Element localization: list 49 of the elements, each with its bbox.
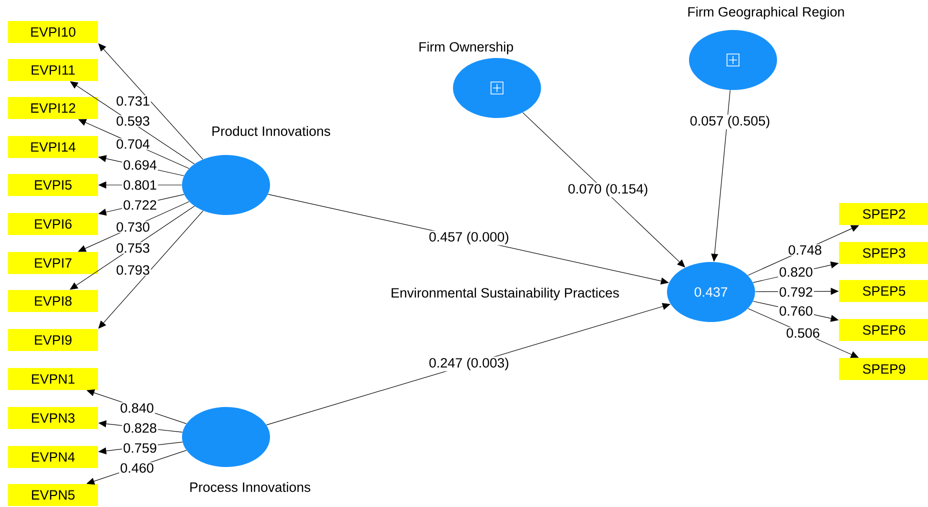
indicator-box: EVPN3 xyxy=(8,407,98,429)
indicator-box: EVPI5 xyxy=(8,174,98,196)
indicator-box: EVPI8 xyxy=(8,290,98,312)
variable-label: Firm Ownership xyxy=(420,42,514,54)
indicator-box: EVPI6 xyxy=(8,213,98,235)
edge-label: 0.457 (0.000) xyxy=(428,230,510,246)
indicator-box: SPEP6 xyxy=(839,319,928,341)
indicator-box: SPEP2 xyxy=(839,203,928,225)
edge-label: 0.057 (0.505) xyxy=(688,114,772,130)
edge-label: 0.828 xyxy=(122,422,158,434)
indicator-box: EVPI11 xyxy=(8,59,98,81)
variable-label: Firm Geographical Region xyxy=(688,6,844,20)
edge-label: 0.506 xyxy=(785,327,821,339)
edge-label: 0.759 xyxy=(122,442,158,454)
edge-label: 0.694 xyxy=(122,159,158,171)
edge-label: 0.593 xyxy=(115,115,151,127)
variable-label: Product Innovations xyxy=(212,126,330,136)
edge-label: 0.753 xyxy=(115,242,151,254)
edge-label: 0.840 xyxy=(119,402,155,414)
edge-label: 0.792 xyxy=(778,286,814,298)
indicator-box: EVPI7 xyxy=(8,252,98,274)
arrow xyxy=(266,302,670,426)
indicator-box: EVPN1 xyxy=(8,368,98,390)
edge-label: 0.760 xyxy=(778,305,814,317)
indicator-box: SPEP9 xyxy=(839,358,928,380)
indicator-box: EVPI10 xyxy=(8,21,98,43)
arrow xyxy=(98,210,204,329)
edge-label: 0.070 (0.154) xyxy=(566,182,650,198)
edge-label: 0.247 (0.003) xyxy=(428,356,510,372)
edge-label: 0.730 xyxy=(115,221,151,233)
variable-label: Environmental Sustainability Practices xyxy=(392,288,619,300)
indicator-box: SPEP5 xyxy=(839,280,928,302)
indicator-box: EVPN4 xyxy=(8,446,98,468)
indicator-box: EVPI12 xyxy=(8,97,98,119)
edge-label: 0.801 xyxy=(122,179,158,191)
edge-label: 0.820 xyxy=(778,266,814,278)
edge-label: 0.793 xyxy=(115,264,151,276)
indicator-box: EVPN5 xyxy=(8,484,98,506)
indicator-box: EVPI14 xyxy=(8,136,98,158)
edge-label: 0.460 xyxy=(119,462,155,474)
indicator-box: SPEP3 xyxy=(839,242,928,264)
edge-label: 0.731 xyxy=(115,95,151,107)
arrow xyxy=(522,112,686,268)
arrow xyxy=(98,43,204,160)
edge-label: 0.704 xyxy=(115,138,151,150)
edge-label: 0.722 xyxy=(122,199,158,211)
edge-label: 0.748 xyxy=(787,244,823,256)
indicator-box: EVPI9 xyxy=(8,329,98,351)
variable-label: Process Innovations xyxy=(190,482,310,492)
